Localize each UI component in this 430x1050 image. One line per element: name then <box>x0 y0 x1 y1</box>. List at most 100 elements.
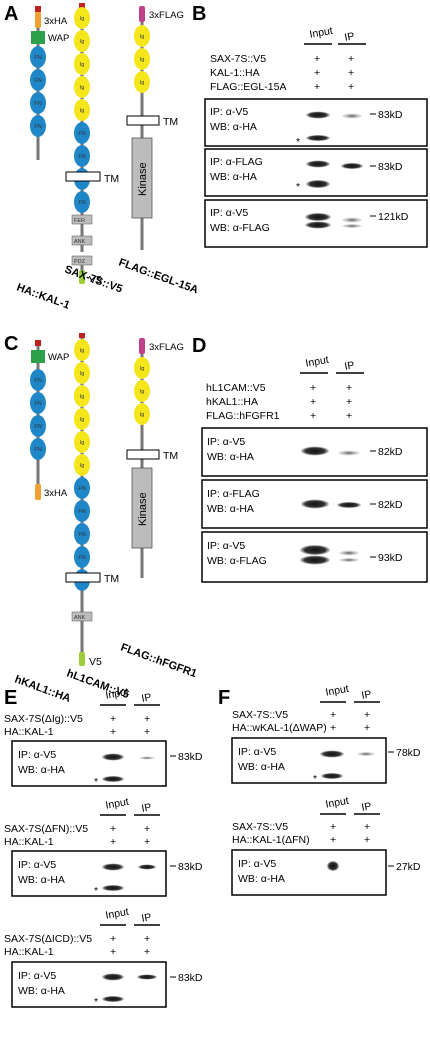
col-header-input: Input <box>105 906 130 922</box>
blot-wb-label: WB: α-FLAG <box>210 222 270 234</box>
plus: + <box>330 709 336 721</box>
panel-e: E Input IP SAX-7S(ΔIg)::V5 + + HA::KAL-1… <box>4 686 203 1008</box>
asterisk: * <box>296 181 300 193</box>
mw-label: 82kD <box>378 499 403 511</box>
blot-wb-label: WB: α-HA <box>18 985 65 997</box>
col-header-input: Input <box>309 25 334 41</box>
ig-domain-label: Ig <box>80 394 85 400</box>
plus: + <box>364 709 370 721</box>
fn-domain-label: FN <box>78 200 85 206</box>
protein-name-sax7: SAX-7S::V5 <box>63 264 124 296</box>
plus: + <box>364 722 370 734</box>
blot-b1: IP: α-V5 WB: α-HA * 83kD <box>204 98 428 148</box>
fn-domain-label: FN <box>34 101 41 107</box>
row-label: FLAG::hFGFR1 <box>206 410 280 422</box>
ig-domain-label: Ig <box>140 412 145 418</box>
blot-wb-label: WB: α-HA <box>18 764 65 776</box>
row-label: SAX-7S::V5 <box>210 53 266 65</box>
fn-domain-label: FN <box>34 378 41 384</box>
sax7-tm <box>65 171 101 182</box>
plus: + <box>110 933 116 945</box>
wap-label: WAP <box>48 33 69 44</box>
panel-a: A 3xHA WAP FN FN FN FN Ig Ig Ig Ig Ig FN… <box>4 3 200 312</box>
mw-label: 93kD <box>378 552 403 564</box>
blot-ip-label: IP: α-FLAG <box>207 488 260 500</box>
col-header-ip: IP <box>361 800 373 814</box>
row-label: SAX-7S(ΔIg)::V5 <box>4 713 83 725</box>
panel-f-sub2: Input IP SAX-7S::V5 + + HA::KAL-1(ΔFN) +… <box>231 795 421 896</box>
ig-domain-label: Ig <box>80 463 85 469</box>
row-label: SAX-7S::V5 <box>232 709 288 721</box>
panel-f-sub1: Input IP SAX-7S::V5 + + HA::wKAL-1(ΔWAP)… <box>231 683 421 785</box>
flag-tag-box <box>139 338 145 354</box>
hkal1-diagram: WAP FN FN FN FN 3xHA <box>30 340 69 500</box>
tm-label-hl1cam: TM <box>104 573 119 585</box>
ig-domain-label: Ig <box>80 440 85 446</box>
ig-domain-label: Ig <box>140 389 145 395</box>
mw-label: 83kD <box>178 751 203 763</box>
mw-label: 83kD <box>178 972 203 984</box>
blot-b3: IP: α-V5 WB: α-FLAG 121kD <box>204 199 428 248</box>
panel-c: C WAP FN FN FN FN 3xHA Ig Ig Ig Ig Ig Ig… <box>4 333 198 705</box>
col-header-input: Input <box>325 795 350 811</box>
plus: + <box>314 81 320 93</box>
ha-tag-box <box>35 12 41 28</box>
asterisk: * <box>296 136 300 148</box>
ank-label: ANK <box>74 239 86 245</box>
plus: + <box>346 396 352 408</box>
panel-e-sub2: Input IP SAX-7S(ΔFN)::V5 + + HA::KAL-1 +… <box>4 796 203 897</box>
plus: + <box>110 726 116 738</box>
plus: + <box>346 410 352 422</box>
fer-label: FER <box>74 218 85 224</box>
plus: + <box>364 834 370 846</box>
mw-label: 83kD <box>378 109 403 121</box>
col-header-input: Input <box>305 354 330 370</box>
row-label: HA::KAL-1 <box>4 946 54 958</box>
blot-ip-label: IP: α-V5 <box>207 540 245 552</box>
blot-ip-label: IP: α-V5 <box>18 859 56 871</box>
mw-label: 27kD <box>396 861 421 873</box>
blot-ip-label: IP: α-V5 <box>18 749 56 761</box>
fn-domain-label: FN <box>78 486 85 492</box>
wap-domain <box>31 31 45 44</box>
mw-label: 78kD <box>396 747 421 759</box>
hl1cam-diagram: Ig Ig Ig Ig Ig Ig FN FN FN FN FN TM ANK … <box>65 333 119 668</box>
ig-domain-label: Ig <box>80 348 85 354</box>
sax7-diagram: Ig Ig Ig Ig Ig FN FN FN FN FER ANK PDZ V… <box>65 3 119 286</box>
blot-wb-label: WB: α-HA <box>238 873 285 885</box>
blot-wb-label: WB: α-HA <box>207 503 254 515</box>
panel-e-sub3: Input IP SAX-7S(ΔICD)::V5 + + HA::KAL-1 … <box>4 906 203 1008</box>
ha-tag-label: 3xHA <box>44 16 68 27</box>
panel-letter-f: F <box>218 687 230 709</box>
panel-letter-b: B <box>192 3 206 25</box>
blot-wb-label: WB: α-FLAG <box>207 555 267 567</box>
ig-domain-label: Ig <box>80 62 85 68</box>
ig-domain-label: Ig <box>140 34 145 40</box>
asterisk: * <box>94 776 98 788</box>
protein-name-hfgfr1: FLAG::hFGFR1 <box>119 642 198 681</box>
fn-domain-label: FN <box>34 78 41 84</box>
ig-domain-label: Ig <box>80 371 85 377</box>
plus: + <box>364 821 370 833</box>
row-label: FLAG::EGL-15A <box>210 81 286 93</box>
protein-name-egl15: FLAG::EGL-15A <box>117 257 200 297</box>
ig-domain-label: Ig <box>80 417 85 423</box>
blot-b2: IP: α-FLAG WB: α-HA * 83kD <box>204 148 428 197</box>
row-label: KAL-1::HA <box>210 67 260 79</box>
tm-label-sax7: TM <box>104 173 119 185</box>
kinase-label: Kinase <box>137 492 149 526</box>
plus: + <box>110 713 116 725</box>
protein-name-hkal1: hKAL1::HA <box>13 674 72 705</box>
plus: + <box>144 726 150 738</box>
mw-label: 121kD <box>378 211 409 223</box>
fn-domain-label: FN <box>78 154 85 160</box>
protein-name-kal1: HA::KAL-1 <box>15 282 71 312</box>
mw-label: 83kD <box>378 161 403 173</box>
plus: + <box>144 946 150 958</box>
plus: + <box>346 382 352 394</box>
panel-b: B Input IP SAX-7S::V5 + + KAL-1::HA + + … <box>192 3 428 248</box>
plus: + <box>314 53 320 65</box>
v5-tag-box <box>79 652 85 666</box>
fn-domain-label: FN <box>78 532 85 538</box>
v5-tag-box <box>79 270 85 284</box>
